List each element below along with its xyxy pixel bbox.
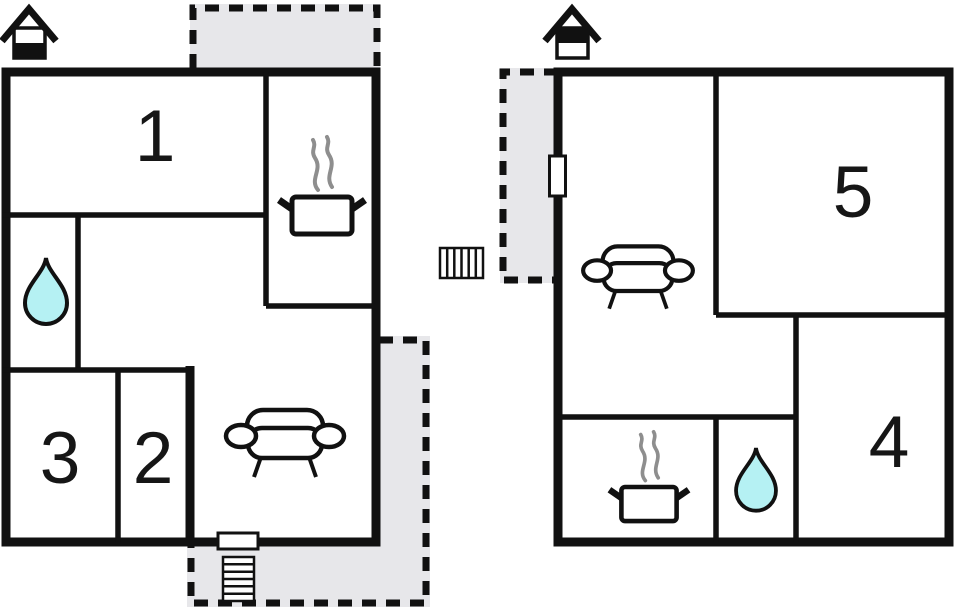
sofa-icon <box>226 410 344 477</box>
house-upper-floor-icon <box>542 3 602 60</box>
terrace-top <box>189 4 381 68</box>
terrace-left <box>499 68 561 284</box>
terrace-right-bottom <box>187 336 430 607</box>
water-drop-icon <box>23 256 69 326</box>
room-2-label: 2 <box>133 418 174 499</box>
inner-walls <box>2 72 376 546</box>
lower-floor-plan: 1 2 3 <box>0 3 430 607</box>
cooking-pot-icon <box>609 432 688 521</box>
inner-walls <box>558 72 949 542</box>
room-5-label: 5 <box>833 152 874 233</box>
room-1-label: 1 <box>135 96 176 177</box>
house-lower-floor-icon <box>0 3 59 60</box>
room-4-label: 4 <box>869 402 910 483</box>
stairs-icon <box>438 246 485 280</box>
sofa-icon <box>583 246 693 308</box>
entry-door-icon <box>216 531 260 551</box>
outdoor-stairs-icon <box>221 555 256 603</box>
door-icon <box>548 154 567 198</box>
water-drop-icon <box>734 446 778 513</box>
room-3-label: 3 <box>40 418 81 499</box>
upper-floor-plan: 4 5 <box>499 3 954 547</box>
outer-wall <box>553 67 954 547</box>
cooking-pot-icon <box>279 137 365 234</box>
